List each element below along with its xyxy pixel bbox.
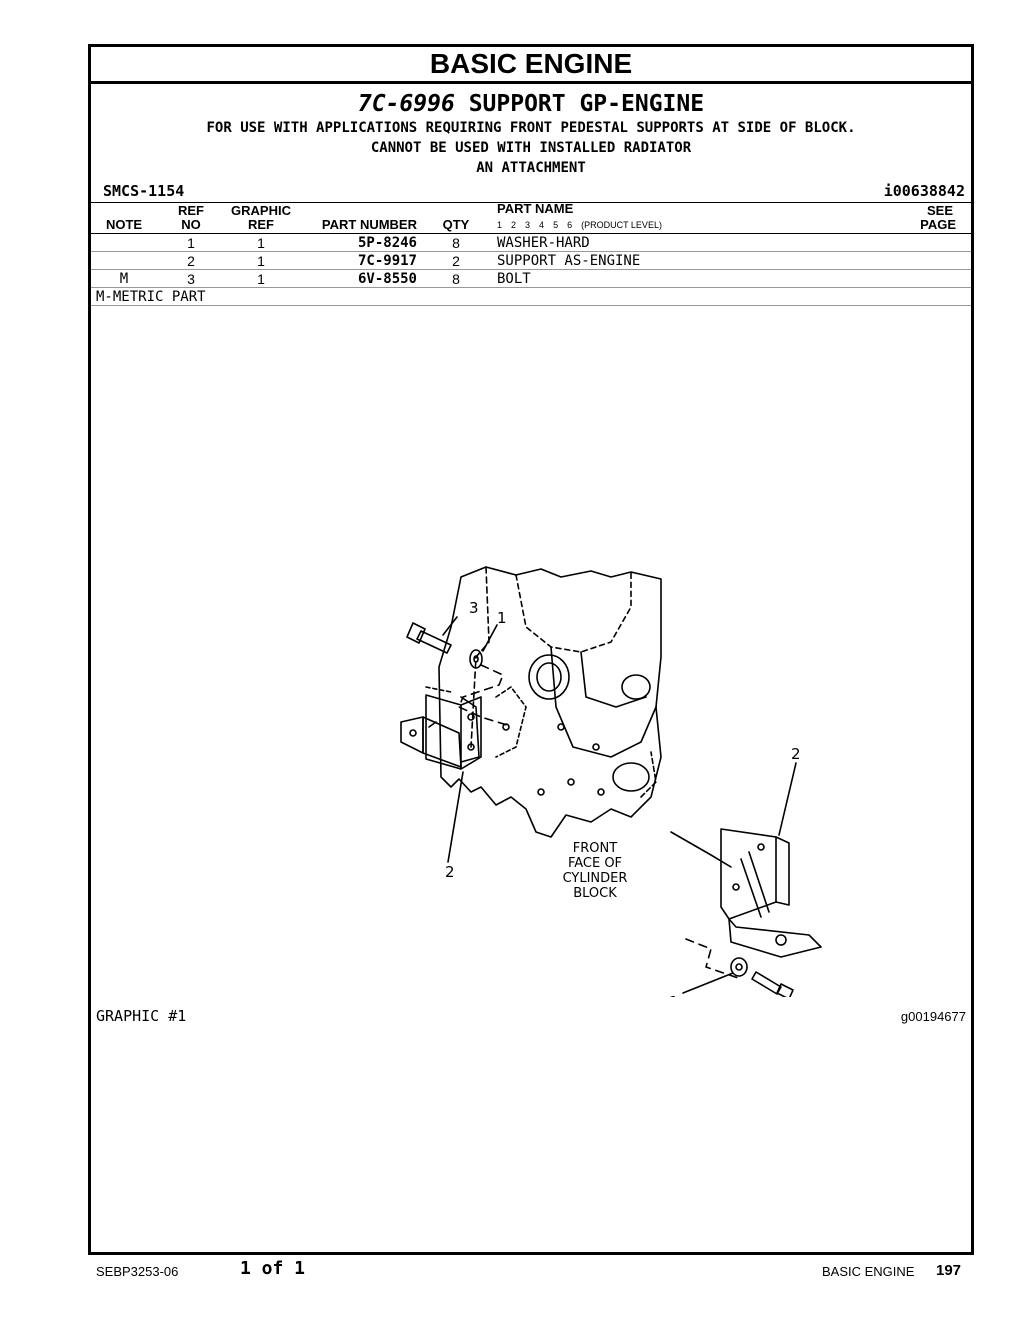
group-number: 7C-6996 <box>357 91 455 117</box>
row-graphic-ref: 1 <box>257 253 265 269</box>
header-page: PAGE <box>920 217 956 232</box>
row-qty: 2 <box>452 253 460 269</box>
bottom-washer <box>730 957 748 977</box>
section-banner: BASIC ENGINE <box>91 47 971 84</box>
caption-line: FACE OF <box>568 856 622 871</box>
smcs-code: SMCS-1154 <box>103 182 185 200</box>
level: 6 <box>567 220 573 230</box>
caption-line: BLOCK <box>573 886 617 901</box>
level: 4 <box>539 220 545 230</box>
exploded-view-illustration: 3 1 2 2 1 3 FRONT FACE OF CYLINDER BLOCK <box>400 566 822 997</box>
row-ref: 1 <box>187 235 195 251</box>
group-header: 7C-6996 SUPPORT GP-ENGINE FOR USE WITH A… <box>91 84 971 178</box>
row-note: M <box>119 271 129 287</box>
level: 2 <box>511 220 517 230</box>
header-part-number: PART NUMBER <box>321 217 417 232</box>
graphic-id: g00194677 <box>900 1009 966 1024</box>
leader-line <box>778 762 797 836</box>
metric-note: M-METRIC PART <box>96 289 206 305</box>
smcs-row: SMCS-1154 i00638842 <box>91 178 971 202</box>
callout-support-left: 2 <box>445 863 455 881</box>
footer-section: BASIC ENGINE <box>822 1264 915 1279</box>
group-title: 7C-6996 SUPPORT GP-ENGINE <box>91 90 971 118</box>
level: 1 <box>497 220 503 230</box>
right-support-bracket <box>670 828 822 958</box>
group-note: FOR USE WITH APPLICATIONS REQUIRING FRON… <box>206 120 856 136</box>
level: 5 <box>553 220 559 230</box>
parts-table-header: NOTE REF NO GRAPHIC REF PART NUMBER QTY … <box>91 201 971 234</box>
row-ref: 2 <box>187 253 195 269</box>
group-name: SUPPORT GP-ENGINE <box>468 91 705 117</box>
page-of: 1 of 1 <box>240 1258 306 1279</box>
table-row: 2 1 7C-9917 2 SUPPORT AS-ENGINE <box>91 252 971 270</box>
top-washer <box>469 649 483 669</box>
callout-washer-top: 1 <box>497 609 507 627</box>
caption-line: CYLINDER <box>563 871 628 886</box>
row-part-number: 6V-8550 <box>357 271 417 287</box>
row-part-number: 7C-9917 <box>357 253 417 269</box>
row-part-name: SUPPORT AS-ENGINE <box>497 253 641 269</box>
leader-line <box>447 771 464 863</box>
page-number: 197 <box>936 1262 962 1279</box>
header-qty: QTY <box>442 217 470 232</box>
header-part-name: PART NAME <box>497 201 574 216</box>
header-graphic: GRAPHIC <box>231 203 291 218</box>
page-frame: BASIC ENGINE 7C-6996 SUPPORT GP-ENGINE F… <box>88 44 974 1255</box>
row-part-number: 5P-8246 <box>357 235 417 251</box>
document-number: SEBP3253-06 <box>96 1264 179 1279</box>
right-alignment-line <box>670 831 732 868</box>
table-row: 1 1 5P-8246 8 WASHER-HARD <box>91 234 971 252</box>
bottom-alignment-line <box>685 938 742 980</box>
row-ref: 3 <box>187 271 195 287</box>
callout-bolt-top: 3 <box>469 599 479 617</box>
cylinder-block <box>425 566 662 838</box>
leader-line <box>482 624 498 652</box>
header-graphic-ref: REF <box>248 217 274 232</box>
level-note: (PRODUCT LEVEL) <box>581 220 662 230</box>
leader-line <box>682 972 734 994</box>
row-part-name: WASHER-HARD <box>497 235 590 251</box>
callout-washer-bottom: 1 <box>669 993 679 997</box>
row-graphic-ref: 1 <box>257 271 265 287</box>
header-ref: REF <box>178 203 204 218</box>
row-graphic-ref: 1 <box>257 235 265 251</box>
bottom-bolt <box>751 971 794 997</box>
top-alignment-line <box>458 664 508 726</box>
table-row: M 3 1 6V-8550 8 BOLT <box>91 270 971 288</box>
header-no: NO <box>181 217 201 232</box>
header-see: SEE <box>926 203 953 218</box>
leader-line <box>442 616 458 636</box>
row-qty: 8 <box>452 235 460 251</box>
level: 3 <box>525 220 531 230</box>
left-support-bracket <box>400 694 482 770</box>
graphic-label: GRAPHIC #1 <box>96 1007 187 1025</box>
caption-line: FRONT <box>573 841 617 856</box>
group-note: AN ATTACHMENT <box>476 160 586 176</box>
group-note: CANNOT BE USED WITH INSTALLED RADIATOR <box>370 140 692 156</box>
row-qty: 8 <box>452 271 460 287</box>
top-bolt <box>406 622 452 654</box>
table-notes: M-METRIC PART <box>91 288 971 306</box>
row-part-name: BOLT <box>497 271 531 287</box>
callout-support-right: 2 <box>791 745 801 763</box>
header-note: NOTE <box>105 217 143 232</box>
illustration-id: i00638842 <box>883 182 965 200</box>
page-footer: SEBP3253-06 1 of 1 BASIC ENGINE 197 <box>0 1256 1020 1286</box>
